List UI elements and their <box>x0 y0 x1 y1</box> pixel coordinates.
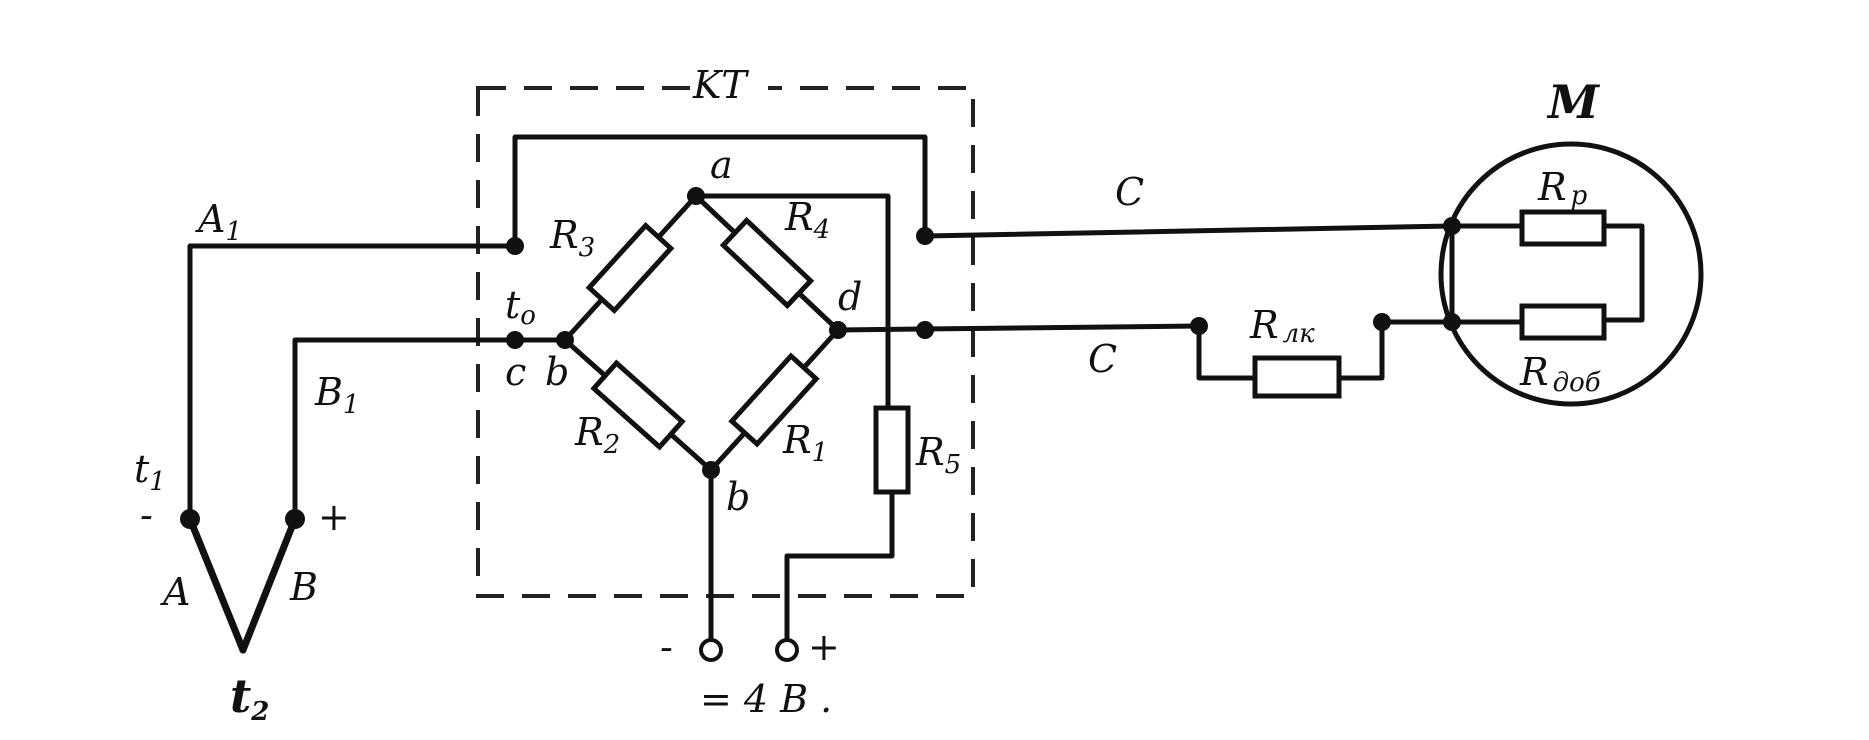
label-plus-left: + <box>318 495 350 539</box>
thermocouple-leg-b <box>239 515 299 654</box>
resistor-r1 <box>728 352 820 448</box>
label-supply: = 4 B . <box>700 677 832 721</box>
resistor-rdob <box>1519 303 1607 341</box>
label-m: M <box>1546 75 1601 129</box>
label-minus-left: - <box>140 493 153 537</box>
label-wire-c-bottom: C <box>1088 337 1117 381</box>
label-plus-supply: + <box>808 625 840 669</box>
wire-c-bottom <box>835 323 1258 381</box>
junction-node-b <box>556 331 574 349</box>
junction-a1-terminal <box>506 237 524 255</box>
label-node-b: b <box>545 350 569 394</box>
junction-rlk-left <box>1190 317 1208 335</box>
label-a1: A1 <box>195 197 242 247</box>
label-r5: R5 <box>915 430 961 480</box>
meter-circle <box>1438 141 1704 407</box>
supply-plus-terminal <box>775 638 799 662</box>
resistor-r2 <box>590 359 686 451</box>
wire-r5-to-plus <box>784 489 895 643</box>
junction-meter-bottom <box>1443 313 1461 331</box>
thermocouple-leg-a <box>186 515 247 654</box>
junction-t0-terminal <box>506 331 524 349</box>
wire-a-to-r5 <box>693 193 891 411</box>
wire-a1 <box>187 243 518 522</box>
junction-c-bottom-terminal <box>916 321 934 339</box>
junction-node-b-bottom <box>702 461 720 479</box>
wire-c-top <box>922 223 1455 239</box>
junction-rlk-right <box>1373 313 1391 331</box>
resistor-rlk <box>1252 355 1342 399</box>
resistor-r4 <box>719 216 815 310</box>
wire-b1 <box>292 337 568 522</box>
label-wire-c-top: C <box>1115 170 1144 214</box>
resistor-r5 <box>873 405 911 495</box>
label-thermo-a: A <box>160 570 190 614</box>
label-node-c: c <box>505 350 526 394</box>
kt-label: KT <box>692 63 749 107</box>
junction-node-d <box>829 321 847 339</box>
junction-thermo-a <box>180 509 200 529</box>
label-node-a: a <box>710 143 733 187</box>
label-minus-supply: - <box>660 625 673 669</box>
meter-wire-right <box>1601 223 1645 323</box>
wire-internal-loop <box>512 134 928 249</box>
label-b1: B1 <box>314 370 359 420</box>
junction-c-top-terminal <box>916 227 934 245</box>
label-node-d: d <box>838 275 862 319</box>
label-thermo-b: B <box>289 565 318 609</box>
resistor-r3 <box>585 221 675 315</box>
label-r1: R1 <box>782 418 828 468</box>
label-r3: R3 <box>549 213 595 263</box>
wire-rlk-to-meter <box>1336 319 1455 381</box>
label-t0: to <box>505 283 536 331</box>
resistor-rp <box>1519 209 1607 247</box>
label-t2: t2 <box>230 669 269 727</box>
label-node-b-bottom: b <box>726 475 750 519</box>
label-r4: R4 <box>784 195 830 245</box>
label-t1: t1 <box>134 447 166 497</box>
supply-minus-terminal <box>699 638 723 662</box>
junction-meter-top <box>1443 217 1461 235</box>
label-r2: R2 <box>574 410 620 460</box>
junction-node-a <box>687 187 705 205</box>
junction-thermo-b <box>285 509 305 529</box>
